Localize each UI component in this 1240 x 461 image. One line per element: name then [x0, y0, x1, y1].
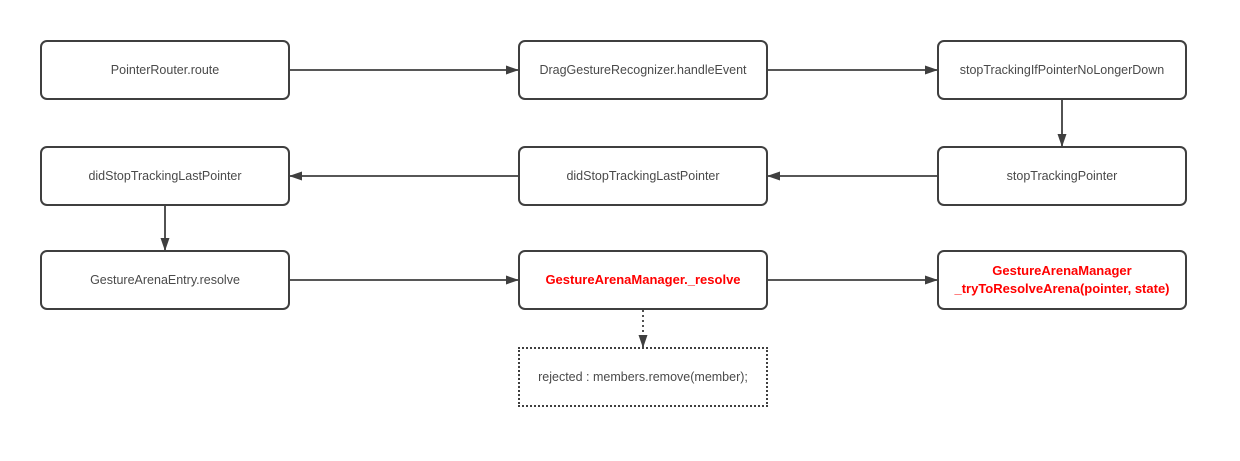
node-label: GestureArenaEntry.resolve	[90, 272, 240, 287]
node-did-stop-tracking-last-pointer-middle: didStopTrackingLastPointer	[518, 146, 768, 206]
node-stop-tracking-if-pointer-no-longer-down: stopTrackingIfPointerNoLongerDown	[937, 40, 1187, 100]
node-gesture-arena-entry-resolve: GestureArenaEntry.resolve	[40, 250, 290, 310]
node-label: stopTrackingPointer	[1006, 168, 1118, 183]
node-label: PointerRouter.route	[110, 62, 220, 77]
node-label: GestureArenaManager._resolve	[545, 272, 741, 288]
node-label: stopTrackingIfPointerNoLongerDown	[959, 62, 1165, 77]
node-stop-tracking-pointer: stopTrackingPointer	[937, 146, 1187, 206]
node-label: GestureArenaManager _tryToResolveArena(p…	[954, 263, 1170, 296]
node-gesture-arena-manager-try-to-resolve-arena: GestureArenaManager _tryToResolveArena(p…	[937, 250, 1187, 310]
node-pointer-router-route: PointerRouter.route	[40, 40, 290, 100]
node-rejected-members-remove-note: rejected : members.remove(member);	[518, 347, 768, 407]
node-label: didStopTrackingLastPointer	[566, 168, 720, 183]
node-gesture-arena-manager-resolve: GestureArenaManager._resolve	[518, 250, 768, 310]
node-label: rejected : members.remove(member);	[538, 369, 748, 384]
node-drag-gesture-recognizer-handle-event: DragGestureRecognizer.handleEvent	[518, 40, 768, 100]
node-label: DragGestureRecognizer.handleEvent	[539, 62, 747, 77]
node-label: didStopTrackingLastPointer	[88, 168, 242, 183]
node-did-stop-tracking-last-pointer-left: didStopTrackingLastPointer	[40, 146, 290, 206]
